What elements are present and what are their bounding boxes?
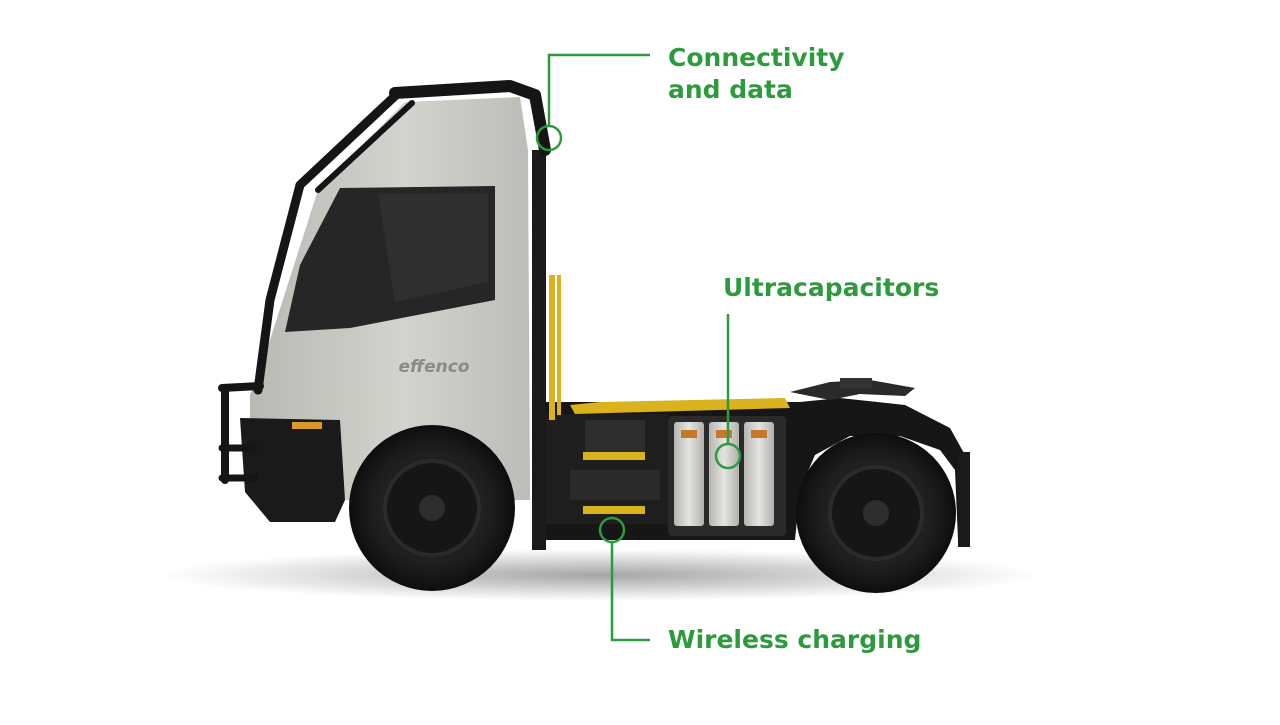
callout-connectivity-label: Connectivity and data xyxy=(668,42,845,106)
mid-chassis xyxy=(545,414,668,524)
cab-rear-post xyxy=(532,150,546,550)
marker-ultracapacitors xyxy=(714,442,742,470)
callout-leaders xyxy=(535,53,742,642)
marker-wireless-charging xyxy=(598,516,626,544)
callout-ultracapacitors-label: Ultracapacitors xyxy=(723,273,940,302)
mudflap xyxy=(958,452,970,547)
callout-connectivity-line2: and data xyxy=(668,75,793,104)
marker-connectivity xyxy=(535,124,563,152)
brand-logo: effenco xyxy=(398,357,469,377)
callout-connectivity-line1: Connectivity xyxy=(668,43,845,72)
front-bumper xyxy=(240,418,345,522)
yellow-handrail xyxy=(549,275,555,420)
leader-connectivity xyxy=(547,53,650,126)
front-wheel xyxy=(349,425,515,591)
rear-wheel xyxy=(796,433,956,593)
ultracapacitor-module xyxy=(668,416,786,536)
leader-wireless-charging xyxy=(610,542,650,642)
callout-wireless-charging-label: Wireless charging xyxy=(668,625,922,654)
deck-plate xyxy=(570,398,790,414)
roll-cage xyxy=(218,80,551,484)
